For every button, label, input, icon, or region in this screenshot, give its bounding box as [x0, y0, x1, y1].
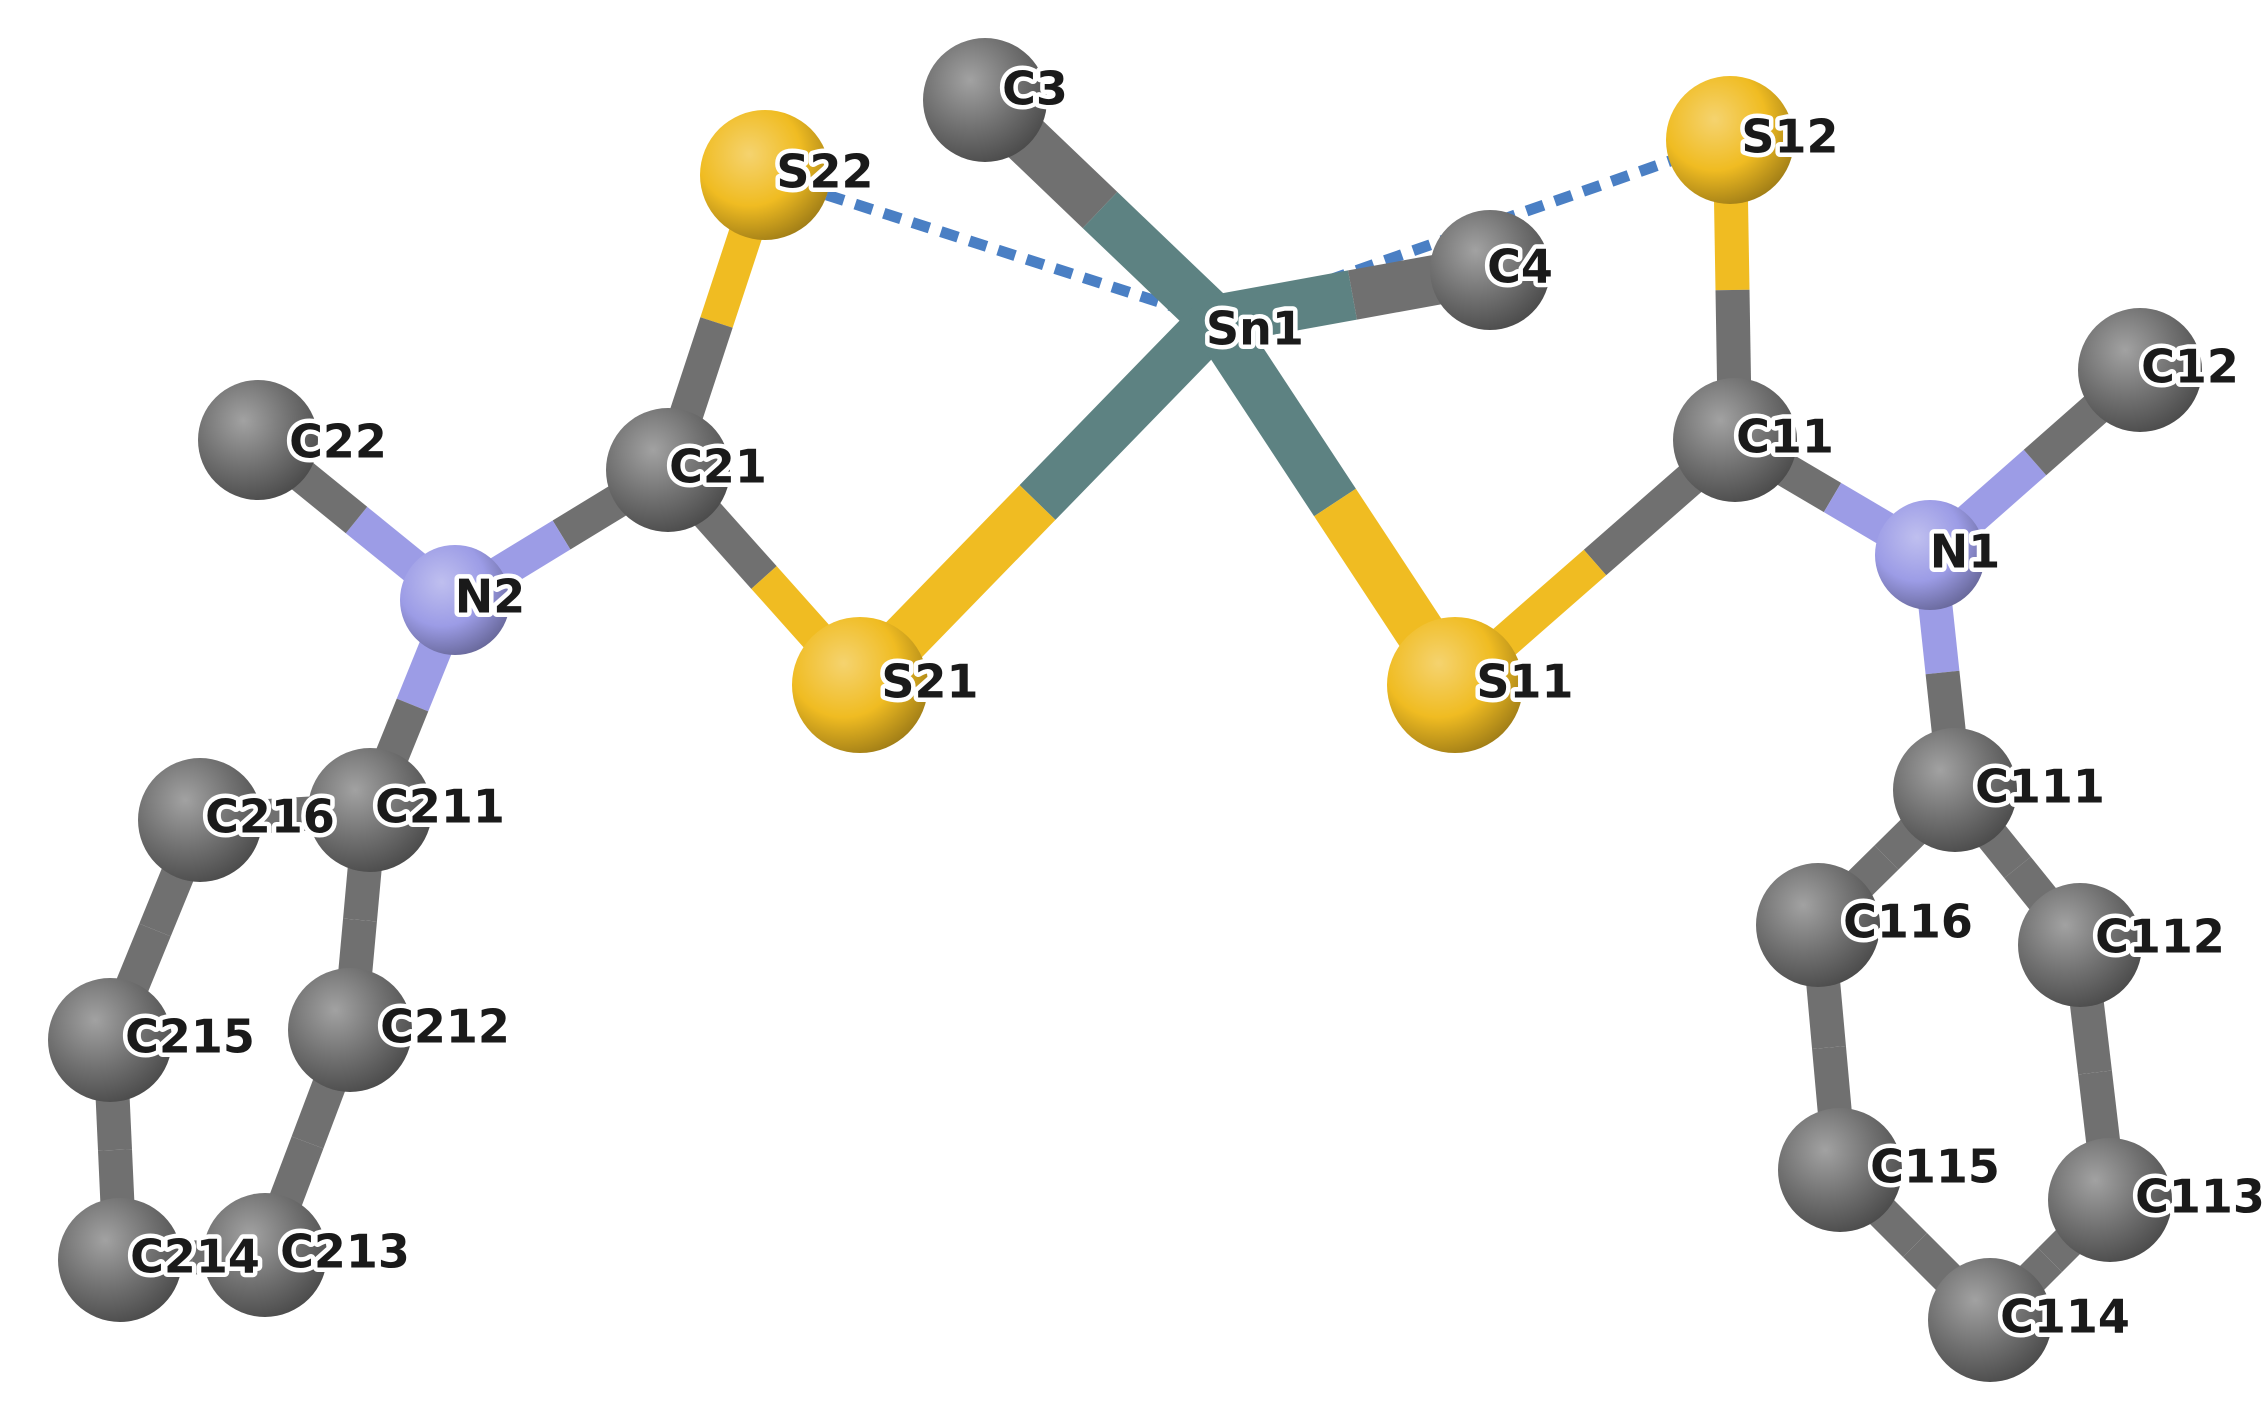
atom-label-C115: C115: [1870, 1140, 2000, 1194]
atom-label-C215: C215: [125, 1010, 255, 1064]
atom-label-S21: S21: [881, 655, 978, 709]
atom-N1: [1875, 500, 1985, 610]
atom-C12: [2078, 308, 2202, 432]
atom-C114: [1928, 1258, 2052, 1382]
atom-label-N2: N2: [455, 570, 526, 624]
atom-label-C214: C214: [130, 1230, 260, 1284]
atom-C3: [923, 38, 1047, 162]
atom-S21: [792, 617, 928, 753]
atom-C214: [58, 1198, 182, 1322]
label-layer: Sn1C3C4S22S21S12S11C21C11N2N1C22C12C211C…: [121, 57, 2267, 1348]
atom-N2: [400, 545, 510, 655]
atom-C215: [48, 978, 172, 1102]
atom-label-S22: S22: [776, 145, 873, 199]
atom-C115: [1778, 1108, 1902, 1232]
atom-label-C213: C213: [280, 1225, 410, 1279]
atom-C216: [138, 758, 262, 882]
atom-C22: [198, 380, 318, 500]
atom-label-C12: C12: [2141, 340, 2239, 394]
atom-C213: [203, 1193, 327, 1317]
atom-C21: [606, 408, 730, 532]
atom-label-C21: C21: [669, 440, 767, 494]
atom-C112: [2018, 883, 2142, 1007]
atom-S11: [1387, 617, 1523, 753]
atom-label-S12: S12: [1741, 110, 1838, 164]
atom-label-C211: C211: [375, 780, 505, 834]
atom-label-C212: C212: [380, 1000, 510, 1054]
atom-S12: [1666, 76, 1794, 204]
atom-label-C3: C3: [1002, 62, 1068, 116]
atom-label-C114: C114: [2000, 1290, 2130, 1344]
contact-Sn1-S22: [763, 169, 1217, 326]
atom-label-C111: C111: [1975, 760, 2105, 814]
atom-label-N1: N1: [1930, 525, 2001, 579]
atom-label-C22: C22: [289, 415, 387, 469]
atom-label-C113: C113: [2135, 1170, 2265, 1224]
atom-C4: [1430, 210, 1550, 330]
atom-label-C4: C4: [1487, 240, 1553, 294]
atom-S22: [700, 110, 830, 240]
atom-C116: [1756, 863, 1880, 987]
atom-C11: [1673, 378, 1797, 502]
atom-C212: [288, 968, 412, 1092]
atom-label-C11: C11: [1736, 410, 1834, 464]
atom-C113: [2048, 1138, 2172, 1262]
bond-Sn1-S21: [842, 302, 1233, 703]
atom-label-C216: C216: [205, 790, 335, 844]
atom-C111: [1893, 728, 2017, 852]
atom-label-Sn1: Sn1: [1206, 302, 1304, 356]
atom-label-C112: C112: [2095, 910, 2225, 964]
atom-Sn1: [1189, 294, 1241, 346]
atom-label-C116: C116: [1843, 895, 1973, 949]
atom-layer: [48, 38, 2202, 1382]
atom-C211: [308, 748, 432, 872]
atom-label-S11: S11: [1476, 655, 1573, 709]
